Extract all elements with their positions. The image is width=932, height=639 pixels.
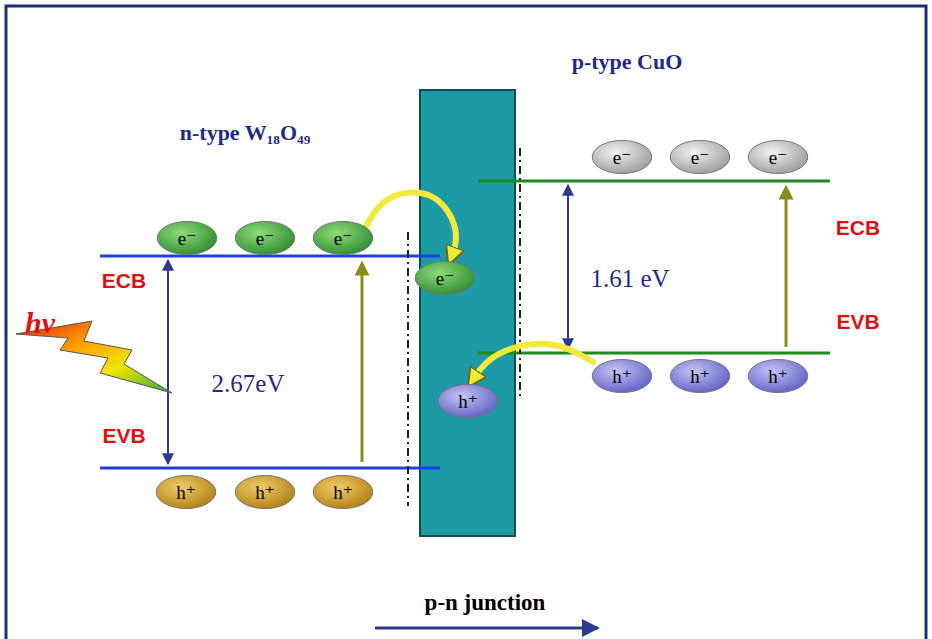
band-edge-label: EVB — [102, 424, 145, 447]
charge-carrier: e⁻ — [747, 139, 809, 175]
depletion-edge — [407, 232, 409, 506]
carrier-symbol: h⁺ — [612, 367, 632, 386]
photon-label: hν — [25, 306, 55, 339]
cuo-vb-level — [478, 352, 830, 355]
carrier-shape — [592, 359, 652, 392]
frame — [6, 6, 926, 639]
band-gap-value: 2.67eV — [212, 370, 285, 398]
junction-label: p-n junction — [425, 590, 546, 615]
carrier-symbol: h⁺ — [333, 483, 353, 502]
band-gap-arrow — [167, 260, 169, 464]
excitation-arrow — [361, 268, 364, 462]
carrier-symbol: e⁻ — [436, 269, 454, 288]
excitation-arrow — [785, 192, 788, 347]
carrier-shape — [670, 140, 730, 173]
w18o49-cb-level — [100, 255, 440, 258]
w18o49-vb-level — [100, 467, 440, 470]
band-edge-label: ECB — [836, 216, 880, 239]
band-edge-label: EVB — [836, 310, 879, 333]
carrier-shape — [156, 475, 216, 508]
carrier-shape — [235, 221, 295, 254]
carrier-shape — [438, 384, 498, 417]
charge-carrier: h⁺ — [669, 358, 731, 394]
carrier-shape — [235, 475, 295, 508]
carrier-symbol: h⁺ — [255, 483, 275, 502]
charge-carrier: h⁺ — [591, 358, 653, 394]
depletion-edge — [519, 148, 521, 400]
carrier-symbol: e⁻ — [334, 229, 352, 248]
charge-carrier: h⁺ — [437, 383, 499, 419]
carrier-shape — [313, 475, 373, 508]
carrier-symbol: h⁺ — [690, 367, 710, 386]
carrier-transfer-arrow — [366, 192, 456, 258]
carrier-symbol: h⁺ — [458, 392, 478, 411]
charge-carrier: e⁻ — [669, 139, 731, 175]
material-title: n-type W₁₈O₄₉ — [180, 121, 311, 145]
charge-carrier: e⁻ — [414, 260, 476, 296]
carrier-shape — [748, 359, 808, 392]
charge-carrier: h⁺ — [155, 474, 217, 510]
junction-direction-arrow — [375, 627, 598, 630]
carrier-symbol: e⁻ — [769, 148, 787, 167]
charge-carrier: e⁻ — [312, 220, 374, 256]
carrier-symbol: h⁺ — [176, 483, 196, 502]
carrier-shape — [592, 140, 652, 173]
carrier-shape — [313, 221, 373, 254]
carrier-symbol: e⁻ — [691, 148, 709, 167]
carrier-symbol: e⁻ — [613, 148, 631, 167]
carrier-shape — [748, 140, 808, 173]
band-gap-arrow — [567, 185, 569, 349]
carrier-symbol: h⁺ — [768, 367, 788, 386]
charge-carrier: h⁺ — [234, 474, 296, 510]
carrier-shape — [670, 359, 730, 392]
carrier-symbol: e⁻ — [256, 229, 274, 248]
charge-carrier: h⁺ — [312, 474, 374, 510]
charge-carrier: e⁻ — [156, 220, 218, 256]
carrier-transfer-arrow — [472, 344, 593, 381]
carrier-shape — [415, 261, 475, 294]
material-title: p-type CuO — [572, 50, 683, 74]
cuo-cb-level — [478, 180, 830, 183]
band-edge-label: ECB — [102, 269, 146, 292]
carrier-shape — [157, 221, 217, 254]
carrier-symbol: e⁻ — [178, 229, 196, 248]
charge-carrier: e⁻ — [591, 139, 653, 175]
charge-carrier: h⁺ — [747, 358, 809, 394]
band-gap-value: 1.61 eV — [590, 265, 669, 293]
charge-carrier: e⁻ — [234, 220, 296, 256]
